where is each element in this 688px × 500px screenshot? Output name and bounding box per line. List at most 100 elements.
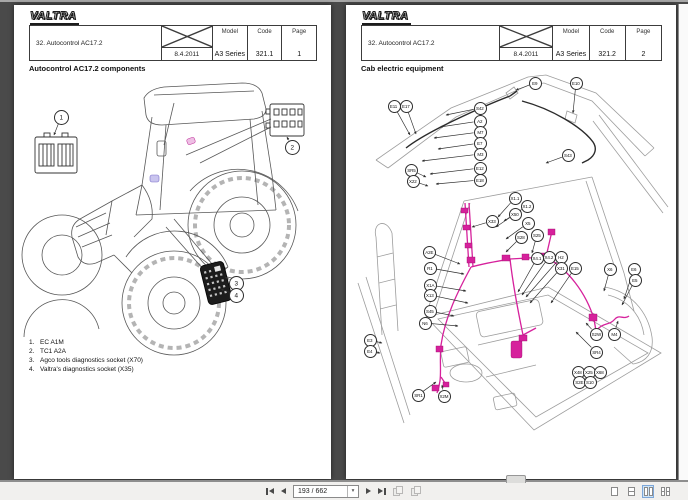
callout-4: 4 bbox=[228, 287, 244, 303]
header-revision-cell: 8.4.2011 bbox=[499, 26, 554, 60]
callout-E11: E11 bbox=[387, 99, 401, 113]
code-label: Code bbox=[600, 29, 615, 35]
two-page-continuous-mode-icon[interactable] bbox=[659, 485, 671, 498]
callout-E5: E5 bbox=[628, 273, 642, 287]
previous-view-icon[interactable] bbox=[392, 486, 404, 496]
toolbar-grip-handle[interactable] bbox=[506, 475, 526, 483]
callout-X22: X22 bbox=[406, 174, 420, 188]
page-number-input[interactable] bbox=[294, 487, 347, 495]
callout-X2M: X2M bbox=[437, 389, 451, 403]
callout-S42: S42 bbox=[473, 101, 487, 115]
legend-item: 3.Agco tools diagnostics socket (X70) bbox=[29, 357, 143, 364]
single-page-mode-icon[interactable] bbox=[608, 485, 620, 498]
callout-X68: X68 bbox=[593, 365, 607, 379]
callout-S28: S28 bbox=[514, 230, 528, 244]
callout-S25: S25 bbox=[530, 228, 544, 242]
two-page-mode-icon[interactable] bbox=[642, 485, 654, 498]
header-model-cell: Model A3 Series bbox=[213, 26, 248, 60]
previous-page-button[interactable] bbox=[281, 486, 286, 496]
callout-X6: X6 bbox=[603, 262, 617, 276]
lavender-connector-accent bbox=[149, 174, 160, 183]
callout-A2E: A2E bbox=[422, 245, 436, 259]
callout-X13: X13 bbox=[423, 288, 437, 302]
page-number-box: ▾ bbox=[293, 484, 359, 498]
first-page-icon bbox=[269, 488, 274, 494]
previous-page-icon bbox=[281, 488, 286, 494]
header-revision-cell: 8.4.2011 bbox=[161, 26, 214, 60]
page-title: Cab electric equipment bbox=[361, 64, 444, 73]
page-value: 1 bbox=[297, 51, 302, 58]
header-page-cell: Page 1 bbox=[282, 26, 316, 60]
callout-X1.1: X1.1 bbox=[508, 191, 522, 205]
code-value: 321.1 bbox=[255, 51, 274, 58]
document-page-right: VALTRA 32. Autocontrol AC17.2 8.4.2011 M… bbox=[346, 5, 676, 479]
callout-S10: S10 bbox=[583, 375, 597, 389]
callout-1: 1 bbox=[53, 109, 69, 125]
header-code-cell: Code 321.2 bbox=[590, 26, 626, 60]
callout-X31: X31 bbox=[554, 261, 568, 275]
vertical-scrollbar[interactable] bbox=[678, 4, 688, 482]
callout-R1: R1 bbox=[423, 261, 437, 275]
header-date: 8.4.2011 bbox=[174, 50, 200, 58]
next-page-icon bbox=[366, 488, 371, 494]
code-value: 321.2 bbox=[598, 51, 616, 58]
header-section-cell: 32. Autocontrol AC17.2 bbox=[30, 26, 162, 60]
model-label: Model bbox=[221, 29, 239, 35]
legend-item: 4.Valtra's diagnostics socket (X35) bbox=[29, 366, 134, 373]
last-page-button[interactable] bbox=[378, 486, 386, 496]
viewer-status-bar: ▾ bbox=[0, 475, 688, 500]
first-page-button[interactable] bbox=[266, 486, 274, 496]
last-page-icon bbox=[378, 488, 383, 494]
model-value: A3 Series bbox=[214, 51, 246, 58]
header-date: 8.4.2011 bbox=[513, 50, 539, 58]
code-label: Code bbox=[257, 29, 272, 35]
callout-E9: E9 bbox=[528, 76, 542, 90]
callout-SR4: SR4 bbox=[589, 345, 603, 359]
callout-S2W: S2W bbox=[589, 327, 603, 341]
component-legend: 1.EC A1M 2.TC1 A2A 3.Agco tools diagnost… bbox=[29, 338, 143, 374]
callout-X33: X33 bbox=[485, 214, 499, 228]
header-page-cell: Page 2 bbox=[626, 26, 661, 60]
ecu-module-1 bbox=[34, 132, 78, 174]
callout-E18: E18 bbox=[473, 173, 487, 187]
crossed-box-icon bbox=[499, 26, 553, 48]
pink-sensor-accent bbox=[186, 137, 196, 145]
callout-X50: X50 bbox=[508, 207, 522, 221]
callout-S45: S45 bbox=[423, 304, 437, 318]
header-section-cell: 32. Autocontrol AC17.2 bbox=[362, 26, 500, 60]
dropdown-caret-icon[interactable]: ▾ bbox=[347, 485, 358, 497]
page-value: 2 bbox=[641, 51, 646, 58]
crossed-box-icon bbox=[161, 26, 213, 48]
callout-X4.1: X4.1 bbox=[530, 251, 544, 265]
view-mode-switcher bbox=[608, 485, 671, 498]
callout-X1.2: X1.2 bbox=[520, 199, 534, 213]
diagnostics-keypad bbox=[199, 261, 233, 305]
callout-N6: N6 bbox=[418, 316, 432, 330]
callout-E15: E15 bbox=[568, 261, 582, 275]
page-navigation: ▾ bbox=[0, 482, 688, 500]
legend-item: 2.TC1 A2A bbox=[29, 348, 67, 355]
callout-M3: M3 bbox=[473, 147, 487, 161]
roof-cable bbox=[405, 90, 596, 164]
callout-E4: E4 bbox=[363, 344, 377, 358]
callout-2: 2 bbox=[284, 139, 300, 155]
callout-SR1: SR1 bbox=[411, 388, 425, 402]
page-label: Page bbox=[636, 29, 651, 35]
model-label: Model bbox=[562, 29, 580, 35]
callout-X5: X5 bbox=[521, 216, 535, 230]
continuous-mode-icon[interactable] bbox=[625, 485, 637, 498]
cab-harness-illustration bbox=[357, 74, 669, 431]
page-header-table: 32. Autocontrol AC17.2 8.4.2011 Model A3… bbox=[29, 25, 317, 61]
ecu-module-2 bbox=[265, 103, 305, 137]
header-code-cell: Code 321.1 bbox=[248, 26, 283, 60]
callout-E17: E17 bbox=[399, 99, 413, 113]
valtra-logo: VALTRA bbox=[362, 10, 411, 25]
page-title: Autocontrol AC17.2 components bbox=[29, 64, 146, 73]
valtra-logo: VALTRA bbox=[30, 10, 79, 25]
legend-item: 1.EC A1M bbox=[29, 339, 64, 346]
next-view-icon[interactable] bbox=[410, 486, 422, 496]
callout-X4.2: X4.2 bbox=[542, 250, 556, 264]
next-page-button[interactable] bbox=[366, 486, 371, 496]
